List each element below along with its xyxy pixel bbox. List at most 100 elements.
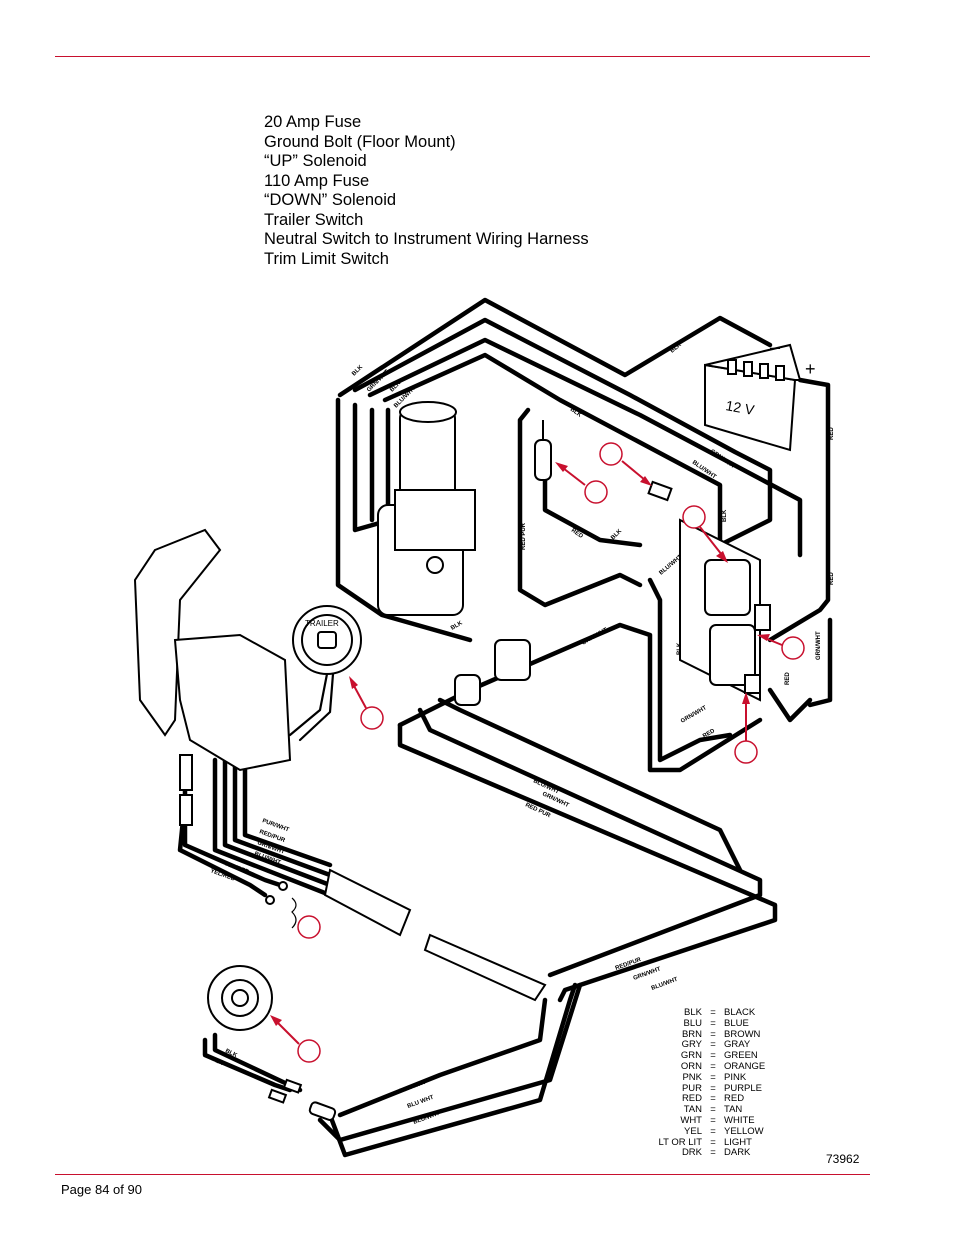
wire-label: BLK (224, 1048, 238, 1059)
wire-color-legend: BLK=BLACK BLU=BLUE BRN=BROWN GRY=GRAY GR… (648, 1007, 766, 1159)
legend-full: BLUE (724, 1017, 749, 1029)
wire-label: BLU/WHT (651, 977, 679, 992)
legend-abbr: PUR (681, 1082, 702, 1094)
legend-full: GRAY (724, 1039, 751, 1051)
wire-label: BLK (610, 528, 623, 541)
legend-separator: = (710, 1060, 716, 1072)
callout-trim-limit-switch (270, 1015, 321, 1063)
legend-row: YEL=YELLOW (648, 1125, 765, 1138)
parts-list-item: “UP” Solenoid (264, 152, 367, 170)
callout-ground-bolt (599, 442, 652, 486)
wire-red-to-solenoid (542, 477, 643, 548)
legend-abbr: GRN (680, 1050, 702, 1062)
legend-full: BLACK (724, 1007, 756, 1018)
legend-row: GRY=GRAY (648, 1040, 765, 1051)
legend-abbr: BRN (681, 1028, 702, 1040)
legend-row: TAN=TAN (648, 1104, 765, 1116)
wire-label: BLK (351, 364, 364, 377)
parts-list-item: 110 Amp Fuse (264, 171, 370, 190)
legend-full: LIGHT (724, 1136, 752, 1148)
legend-separator: = (710, 1093, 716, 1105)
legend-abbr: PNK (682, 1071, 702, 1083)
legend-row: GRN=GREEN (648, 1050, 765, 1062)
wire-red-battery (767, 377, 831, 643)
wire-label: GRN/WHT (680, 705, 708, 725)
wire-harness-lower-1 (397, 722, 778, 1003)
page-number: Page 84 of 90 (61, 1182, 142, 1197)
legend-full: ORANGE (724, 1060, 766, 1072)
legend-separator: = (710, 1028, 716, 1040)
legend-row: BRN = BROWN (648, 1028, 765, 1041)
legend-separator: = (710, 1104, 716, 1116)
parts-list-item: Trim Limit Switch (264, 249, 389, 268)
wire-label: BLK (677, 642, 683, 655)
fuse-20-amp-icon (534, 420, 552, 481)
legend-abbr: BLK (684, 1007, 702, 1018)
legend-separator: = (710, 1007, 716, 1018)
legend-separator: = (710, 1039, 716, 1051)
wire-control-leads (212, 757, 333, 898)
legend-row: BLK = BLACK (648, 1007, 765, 1019)
callout-fuse-20-amp (555, 462, 608, 504)
wire-harness-lower-2 (417, 707, 763, 978)
legend-abbr: WHT (680, 1114, 702, 1126)
parts-list-item: Neutral Switch to Instrument Wiring Harn… (264, 230, 589, 248)
legend-row: RED = RED (648, 1094, 765, 1105)
callout-down-solenoid (734, 692, 758, 764)
legend-row: LT OR LIT = LIGHT (648, 1136, 765, 1149)
trailer-switch-icon: TRAILER (292, 605, 362, 675)
legend-abbr: ORN (680, 1060, 702, 1072)
legend-abbr: RED (681, 1093, 702, 1105)
figure-number: 73962 (826, 1152, 860, 1166)
legend-full: BROWN (724, 1028, 761, 1040)
callout-neutral-switch-harness (291, 897, 321, 939)
wire-label: RED PUR (521, 522, 527, 550)
wire-harness-loop-2 (352, 317, 773, 548)
harness-connector-icon (454, 639, 531, 706)
legend-separator: = (710, 1125, 716, 1137)
legend-abbr: DRK (681, 1147, 702, 1159)
legend-row: PUR = PURPLE (648, 1082, 765, 1095)
callout-up-solenoid (682, 505, 728, 563)
legend-full: PURPLE (724, 1082, 763, 1094)
legend-abbr: LT OR LIT (658, 1136, 702, 1148)
trailer-switch-label: TRAILER (305, 619, 339, 628)
legend-separator: = (710, 1071, 716, 1083)
solenoid-assembly-icon (679, 518, 771, 702)
battery-icon: 12 V – + (704, 337, 816, 452)
bullet-connector-icon (267, 1078, 337, 1121)
wire-label: RED (702, 728, 717, 740)
legend-separator: = (710, 1050, 716, 1062)
remote-control-icon (133, 528, 292, 826)
legend-full: YELLOW (724, 1125, 764, 1137)
legend-abbr: TAN (683, 1104, 702, 1116)
parts-list-item: 20 Amp Fuse (264, 113, 362, 131)
legend-row: BLU=BLUE (648, 1017, 765, 1030)
legend-abbr: BLU (683, 1017, 702, 1029)
wire-label: BLK (450, 620, 464, 632)
legend-separator: = (710, 1147, 716, 1159)
wire-label: GRN/WHT (581, 627, 609, 647)
wire-harness-loop-1 (335, 397, 473, 643)
legend-separator: = (710, 1082, 716, 1094)
battery-negative-label: – (770, 337, 780, 357)
harness-sleeve-icon (323, 868, 547, 1002)
battery-positive-label: + (805, 359, 816, 379)
wire-label: BLK (210, 1056, 224, 1067)
wire-harness-lower-3 (437, 697, 743, 873)
legend-separator: = (710, 1136, 716, 1148)
legend-row: ORN = ORANGE (648, 1060, 766, 1073)
legend-row: DRK=DARK (648, 1148, 765, 1159)
wire-solenoid-loop (647, 577, 733, 763)
ground-bolt-icon (647, 480, 673, 502)
callout-110-amp-fuse (757, 634, 805, 660)
parts-list-item: Ground Bolt (Floor Mount) (264, 132, 456, 151)
wire-label: BLK (722, 509, 728, 522)
legend-full: WHITE (724, 1114, 755, 1126)
wire-label: RED (785, 672, 791, 685)
parts-list-item: Trailer Switch (264, 210, 364, 229)
ring-terminal-icon (265, 881, 288, 905)
legend-full: RED (724, 1093, 745, 1105)
legend-full: PINK (724, 1071, 747, 1083)
